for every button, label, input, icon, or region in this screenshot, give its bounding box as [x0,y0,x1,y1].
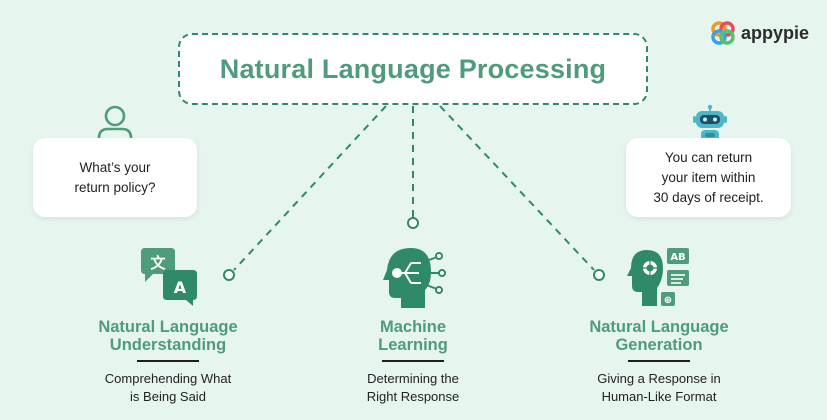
brain-circuit-icon [383,248,446,308]
column-title-line: Generation [615,336,703,354]
column-desc-line: Comprehending What [104,371,232,386]
column-desc-line: Right Response [366,389,460,404]
column-desc-line: Giving a Response in [597,371,721,386]
generation-glyph: AB [670,252,685,263]
column-nlg-divider [628,360,690,362]
column-title-line: Natural Language [589,318,729,336]
appypie-logo-icon [711,21,735,45]
connector-left [233,105,387,271]
user-icon [97,105,133,148]
column-nlg-description: Giving a Response in Human-Like Format [559,370,759,406]
column-desc-line: is Being Said [130,389,206,404]
translate-glyph-source: 文 [150,254,166,272]
column-title-line: Machine [379,318,447,336]
user-question-line: What’s your [79,159,151,175]
column-ml-description: Determining the Right Response [313,370,513,406]
column-ml-divider [382,360,444,362]
bot-answer-line: your item within [661,169,756,185]
robot-icon [693,104,727,141]
user-question-line: return policy? [74,179,156,195]
column-desc-line: Determining the [367,371,459,386]
connector-dot-right [593,269,605,281]
column-ml-title: Machine Learning [313,318,513,354]
column-nlu-description: Comprehending What is Being Said [68,370,268,406]
column-title-line: Understanding [109,336,227,354]
text-generation-icon: AB ⊕ [627,248,689,306]
user-question-bubble: What’s your return policy? [33,138,197,217]
column-nlg-title: Natural Language Generation [559,318,759,354]
translate-icon: 文 A [141,248,197,306]
connector-dot-center [407,217,419,229]
column-nlu-divider [137,360,199,362]
bot-answer-line: 30 days of receipt. [653,189,764,205]
title-box: Natural Language Processing [178,33,648,105]
column-desc-line: Human-Like Format [601,389,717,404]
connector-right [439,105,595,271]
bot-answer-line: You can return [664,149,753,165]
brand-name: appypie [741,22,810,43]
diagram-title: Natural Language Processing [219,53,607,84]
translate-glyph-target: A [174,278,187,297]
connector-dot-left [223,269,235,281]
column-nlu-title: Natural Language Understanding [68,318,268,354]
bot-answer-bubble: You can return your item within 30 days … [626,138,791,217]
brand: appypie [711,21,809,45]
svg-text:⊕: ⊕ [664,295,672,306]
column-title-line: Learning [378,336,448,354]
column-title-line: Natural Language [98,318,238,336]
